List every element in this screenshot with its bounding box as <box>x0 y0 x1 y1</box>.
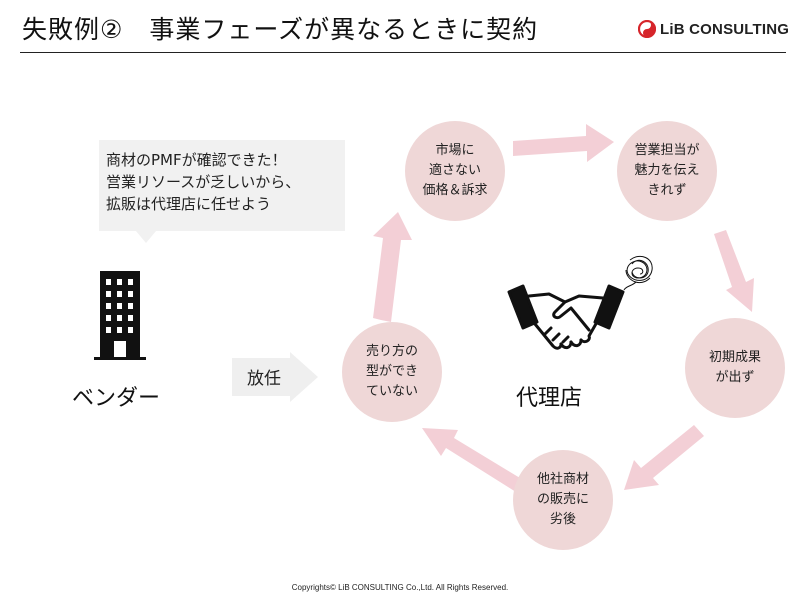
page-title: 失敗例② 事業フェーズが異なるときに契約 <box>22 15 539 44</box>
speech-line-3: 拡販は代理店に任せよう <box>106 195 272 213</box>
cycle-step-5: 売り方の 型ができ ていない <box>342 322 442 422</box>
office-building-icon <box>94 271 146 360</box>
handoff-arrow-icon <box>232 352 318 402</box>
speech-bubble-text: 商材のPMFが確認できた！ 営業リソースが乏しいから、 拡販は代理店に任せよう <box>106 149 300 215</box>
cycle-arrow-right-upper <box>714 230 754 312</box>
cycle-step-2-text: 営業担当が 魅力を伝え きれず <box>634 143 700 198</box>
cycle-step-1-text: 市場に 適さない 価格＆訴求 <box>422 143 488 198</box>
title-divider <box>20 52 786 53</box>
logo-swirl-icon <box>638 20 656 38</box>
speech-bubble-tail <box>136 231 156 243</box>
copyright-footer: Copyrights© LiB CONSULTING Co.,Ltd. All … <box>291 583 509 592</box>
cycle-step-5-text: 売り方の 型ができ ていない <box>365 344 418 399</box>
cycle-arrow-bottom <box>422 428 520 492</box>
handshake-icon <box>507 284 625 350</box>
company-logo: LiB CONSULTING <box>638 20 789 38</box>
cycle-arrow-right-lower <box>624 425 704 490</box>
cycle-step-4-text: 他社商材 の販売に 劣後 <box>536 472 589 527</box>
cycle-arrow-top <box>513 124 614 162</box>
cycle-step-4: 他社商材 の販売に 劣後 <box>513 450 613 550</box>
vendor-label: ベンダー <box>72 386 161 411</box>
speech-line-2: 営業リソースが乏しいから、 <box>106 173 301 191</box>
speech-line-1: 商材のPMFが確認できた！ <box>106 151 287 169</box>
cycle-step-1: 市場に 適さない 価格＆訴求 <box>405 121 505 221</box>
cycle-arrow-left <box>373 212 412 322</box>
logo-text: LiB CONSULTING <box>660 20 790 38</box>
agent-label: 代理店 <box>516 386 583 411</box>
handoff-label: 放任 <box>247 369 281 389</box>
cycle-step-2: 営業担当が 魅力を伝え きれず <box>617 121 717 221</box>
tangled-scribble-icon <box>623 255 653 291</box>
cycle-step-3-text: 初期成果 が出ず <box>708 350 761 385</box>
speech-bubble <box>99 140 345 231</box>
cycle-step-3: 初期成果 が出ず <box>685 318 785 418</box>
